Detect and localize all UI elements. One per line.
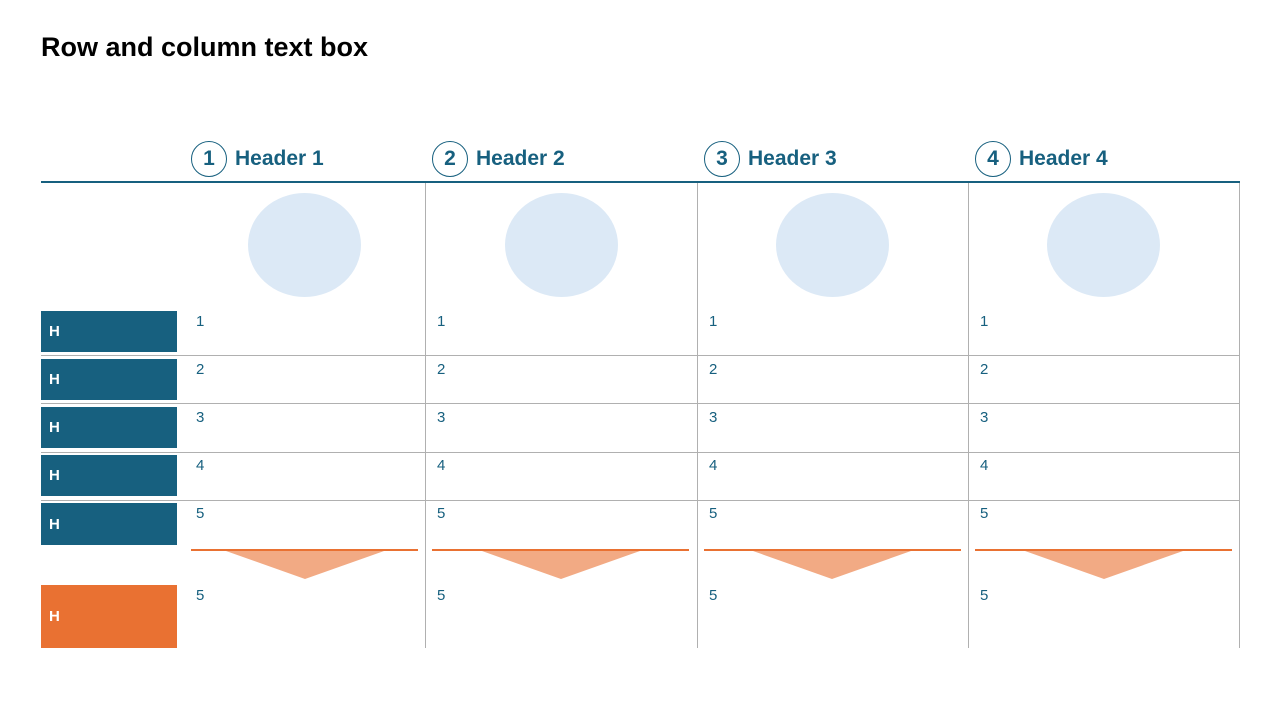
column-divider [968,183,969,648]
row-divider [41,355,1240,356]
summary-cell: 5 [709,587,718,604]
summary-row-header: H [41,585,177,648]
column-header-2: Header 2 [476,147,565,170]
cell: 1 [980,313,989,330]
image-placeholder-3 [776,193,889,297]
cell: 3 [196,409,205,426]
summary-divider [704,549,961,551]
arrow-down-icon [753,551,911,579]
cell: 5 [437,505,446,522]
cell: 3 [437,409,446,426]
cell: 2 [980,361,989,378]
column-divider [1239,183,1240,648]
summary-cell: 5 [196,587,205,604]
image-placeholder-2 [505,193,618,297]
row-divider [41,452,1240,453]
cell: 5 [709,505,718,522]
image-placeholder-1 [248,193,361,297]
summary-divider [191,549,418,551]
row-header-2: H [41,359,177,400]
cell: 1 [437,313,446,330]
column-number-badge-3: 3 [704,141,740,177]
column-divider [425,183,426,648]
cell: 2 [709,361,718,378]
cell: 1 [196,313,205,330]
cell: 4 [709,457,718,474]
summary-cell: 5 [437,587,446,604]
cell: 3 [709,409,718,426]
row-header-5: H [41,503,177,545]
cell: 4 [437,457,446,474]
arrow-down-icon [226,551,384,579]
column-header-1: Header 1 [235,147,324,170]
column-header-3: Header 3 [748,147,837,170]
slide-title: Row and column text box [41,32,369,62]
cell: 2 [437,361,446,378]
column-number-badge-4: 4 [975,141,1011,177]
row-header-4: H [41,455,177,496]
arrow-down-icon [482,551,640,579]
cell: 2 [196,361,205,378]
cell: 4 [980,457,989,474]
row-header-3: H [41,407,177,448]
cell: 5 [980,505,989,522]
cell: 3 [980,409,989,426]
cell: 5 [196,505,205,522]
summary-divider [975,549,1232,551]
row-header-1: H [41,311,177,352]
image-placeholder-4 [1047,193,1160,297]
column-divider [697,183,698,648]
arrow-down-icon [1025,551,1183,579]
row-divider [41,403,1240,404]
column-number-badge-2: 2 [432,141,468,177]
column-number-badge-1: 1 [191,141,227,177]
row-divider [41,500,1240,501]
cell: 4 [196,457,205,474]
summary-divider [432,549,689,551]
header-divider [41,181,1240,183]
summary-cell: 5 [980,587,989,604]
cell: 1 [709,313,718,330]
column-header-4: Header 4 [1019,147,1108,170]
